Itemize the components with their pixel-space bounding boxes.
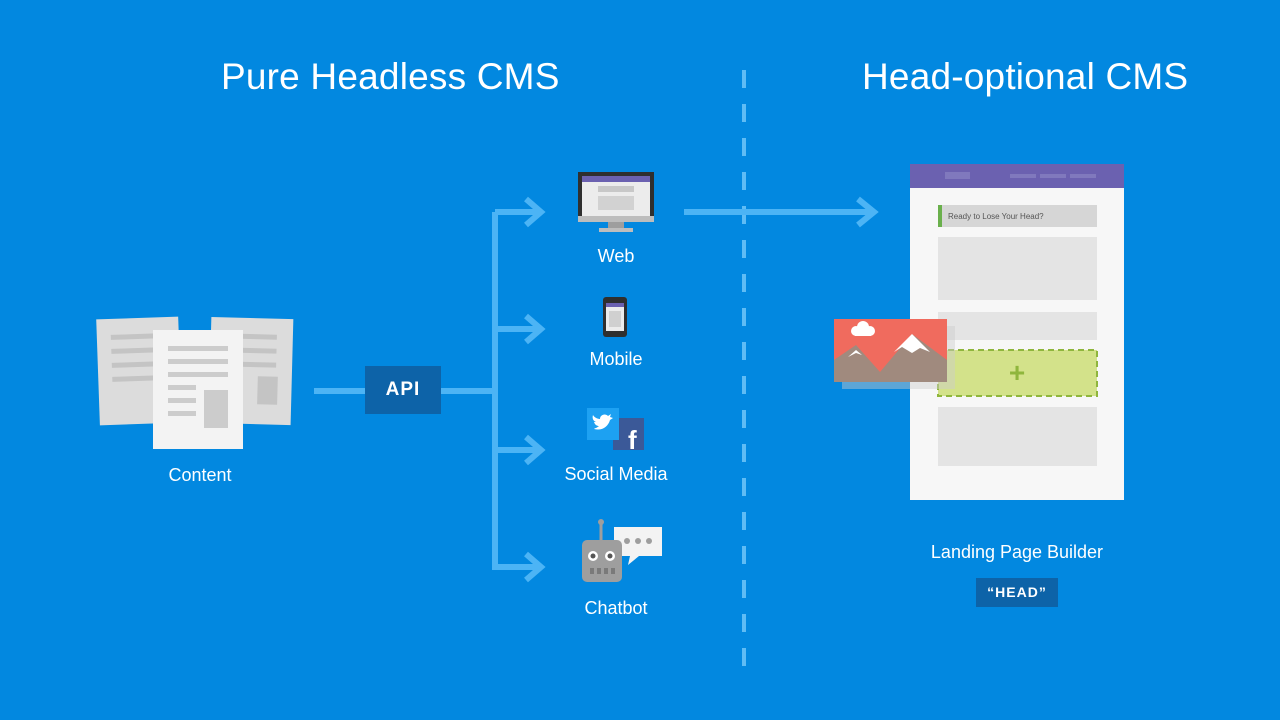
head-badge: “HEAD” [976,578,1058,607]
channel-label-web: Web [597,246,635,266]
monitor-icon [578,172,654,232]
api-badge: API [365,366,441,414]
title-pure-headless: Pure Headless CMS [221,56,560,97]
twitter-facebook-icon: f [587,408,644,455]
channel-label-social-media: Social Media [564,464,668,484]
plus-icon: + [1009,357,1025,388]
content-label: Content [168,465,232,485]
builder-label: Landing Page Builder [930,542,1104,562]
content-documents-icon [96,316,294,449]
robot-chat-icon [582,519,662,582]
svg-text:f: f [628,425,637,455]
title-head-optional: Head-optional CMS [862,56,1189,97]
phone-icon [603,297,627,337]
channel-label-chatbot: Chatbot [584,598,648,618]
channel-label-mobile: Mobile [589,349,643,369]
drop-zone [937,349,1098,397]
image-card-icon [834,319,955,389]
builder-input-text: Ready to Lose Your Head? [948,212,1044,221]
